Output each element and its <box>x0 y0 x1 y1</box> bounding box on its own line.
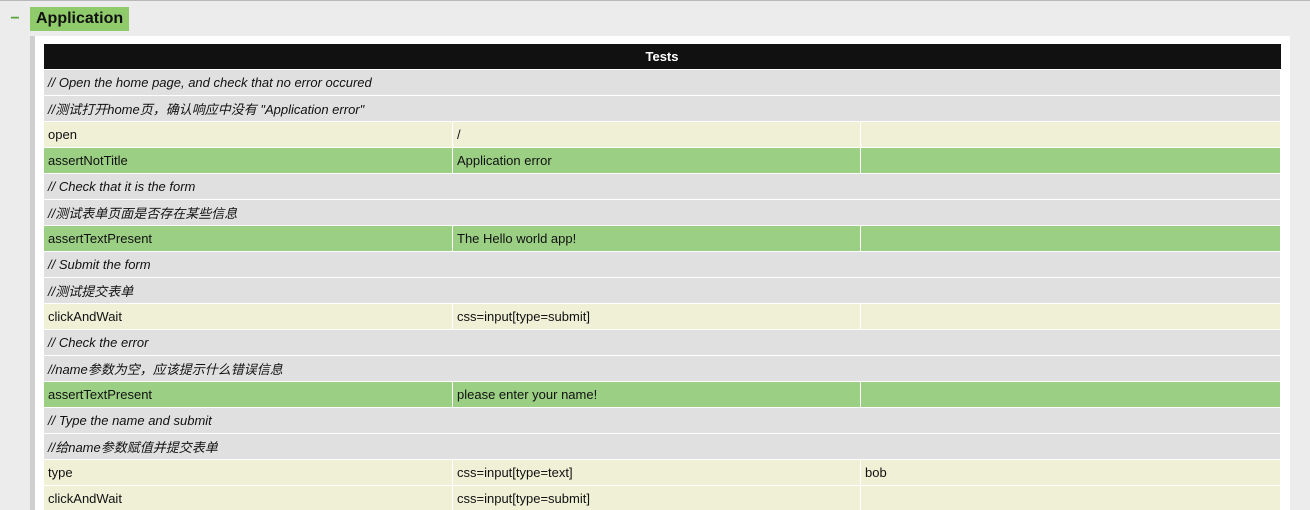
value-cell <box>860 121 1281 148</box>
comment-row: //测试表单页面是否存在某些信息 <box>43 199 1281 226</box>
comment-row: //测试打开home页，确认响应中没有 "Application error" <box>43 95 1281 122</box>
comment-cell: // Check that it is the form <box>43 173 1281 200</box>
command-cell: assertTextPresent <box>43 225 453 252</box>
command-cell: clickAndWait <box>43 303 453 330</box>
command-row: open/ <box>43 121 1281 148</box>
comment-cell: //给name参数赋值并提交表单 <box>43 433 1281 460</box>
comment-cell: //测试提交表单 <box>43 277 1281 304</box>
comment-cell: // Submit the form <box>43 251 1281 278</box>
target-cell: / <box>452 121 861 148</box>
command-cell: clickAndWait <box>43 485 453 510</box>
comment-row: //测试提交表单 <box>43 277 1281 304</box>
value-cell <box>860 147 1281 174</box>
tests-table-body: // Open the home page, and check that no… <box>43 69 1281 510</box>
value-cell <box>860 381 1281 408</box>
target-cell: The Hello world app! <box>452 225 861 252</box>
comment-row: // Check the error <box>43 329 1281 356</box>
comment-cell: // Check the error <box>43 329 1281 356</box>
comment-cell: // Type the name and submit <box>43 407 1281 434</box>
comment-row: //给name参数赋值并提交表单 <box>43 433 1281 460</box>
value-cell <box>860 485 1281 510</box>
command-cell: open <box>43 121 453 148</box>
command-cell: type <box>43 459 453 486</box>
comment-cell: //name参数为空，应该提示什么错误信息 <box>43 355 1281 382</box>
comment-cell: // Open the home page, and check that no… <box>43 69 1281 96</box>
target-cell: css=input[type=text] <box>452 459 861 486</box>
tests-table: Tests // Open the home page, and check t… <box>43 44 1281 510</box>
target-cell: css=input[type=submit] <box>452 485 861 510</box>
comment-cell: //测试打开home页，确认响应中没有 "Application error" <box>43 95 1281 122</box>
application-title[interactable]: Application <box>30 7 130 31</box>
command-cell: assertNotTitle <box>43 147 453 174</box>
comment-row: // Submit the form <box>43 251 1281 278</box>
tests-panel: Tests // Open the home page, and check t… <box>30 36 1290 510</box>
target-cell: Application error <box>452 147 861 174</box>
value-cell <box>860 225 1281 252</box>
comment-row: // Open the home page, and check that no… <box>43 69 1281 96</box>
command-cell: assertTextPresent <box>43 381 453 408</box>
application-header: − Application <box>0 6 130 32</box>
value-cell <box>860 303 1281 330</box>
comment-cell: //测试表单页面是否存在某些信息 <box>43 199 1281 226</box>
collapse-toggle-icon[interactable]: − <box>10 10 20 27</box>
tests-table-caption: Tests <box>43 44 1281 70</box>
comment-row: // Type the name and submit <box>43 407 1281 434</box>
target-cell: please enter your name! <box>452 381 861 408</box>
top-border <box>0 0 1310 1</box>
value-cell: bob <box>860 459 1281 486</box>
comment-row: // Check that it is the form <box>43 173 1281 200</box>
target-cell: css=input[type=submit] <box>452 303 861 330</box>
tests-table-header-row: Tests <box>43 44 1281 70</box>
comment-row: //name参数为空，应该提示什么错误信息 <box>43 355 1281 382</box>
